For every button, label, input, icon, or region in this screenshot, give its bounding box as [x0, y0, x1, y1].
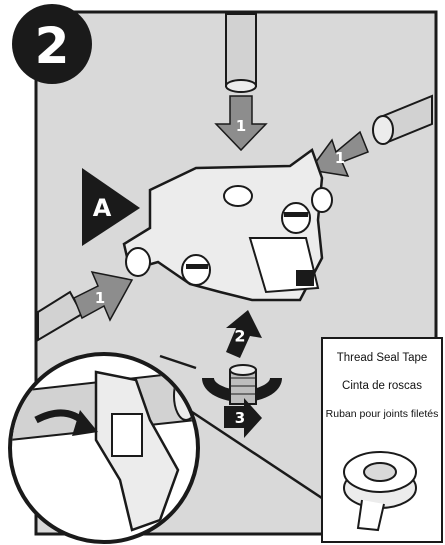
inlet-arrow-left: 1 [73, 270, 134, 322]
tape-label-spanish: Cinta de roscas [342, 380, 422, 392]
valve-body [122, 148, 333, 302]
inlet-arrow-left-label: 1 [95, 289, 105, 307]
part-a-marker: A [82, 168, 140, 246]
detail-leader-line-top [159, 354, 197, 370]
inlet-arrow-top-label: 1 [236, 117, 246, 135]
tape-label-french: Ruban pour joints filetés [326, 408, 439, 420]
step-number-label: 2 [35, 17, 70, 75]
supply-pipe-top [225, 13, 257, 93]
inlet-arrow-right-label: 1 [335, 149, 345, 167]
detail-leader-line [185, 406, 341, 512]
tape-label-english: Thread Seal Tape [337, 352, 428, 364]
part-a-label: A [93, 194, 112, 222]
threaded-nipple [202, 364, 282, 405]
tape-roll-icon [343, 451, 417, 532]
rotate-arrow-label: 3 [235, 409, 245, 427]
tighten-arrow: 2 [226, 310, 262, 358]
magnified-wrench-detail [8, 352, 200, 544]
tighten-arrow-label: 2 [234, 327, 245, 346]
thread-seal-tape-callout: Thread Seal Tape Cinta de roscas Ruban p… [321, 337, 443, 543]
inlet-arrow-right: 1 [308, 130, 369, 177]
step-number-badge: 2 [12, 4, 92, 84]
rotate-arrow: 3 [224, 398, 262, 438]
supply-pipe-right [372, 94, 433, 145]
inlet-arrow-top: 1 [214, 95, 268, 152]
